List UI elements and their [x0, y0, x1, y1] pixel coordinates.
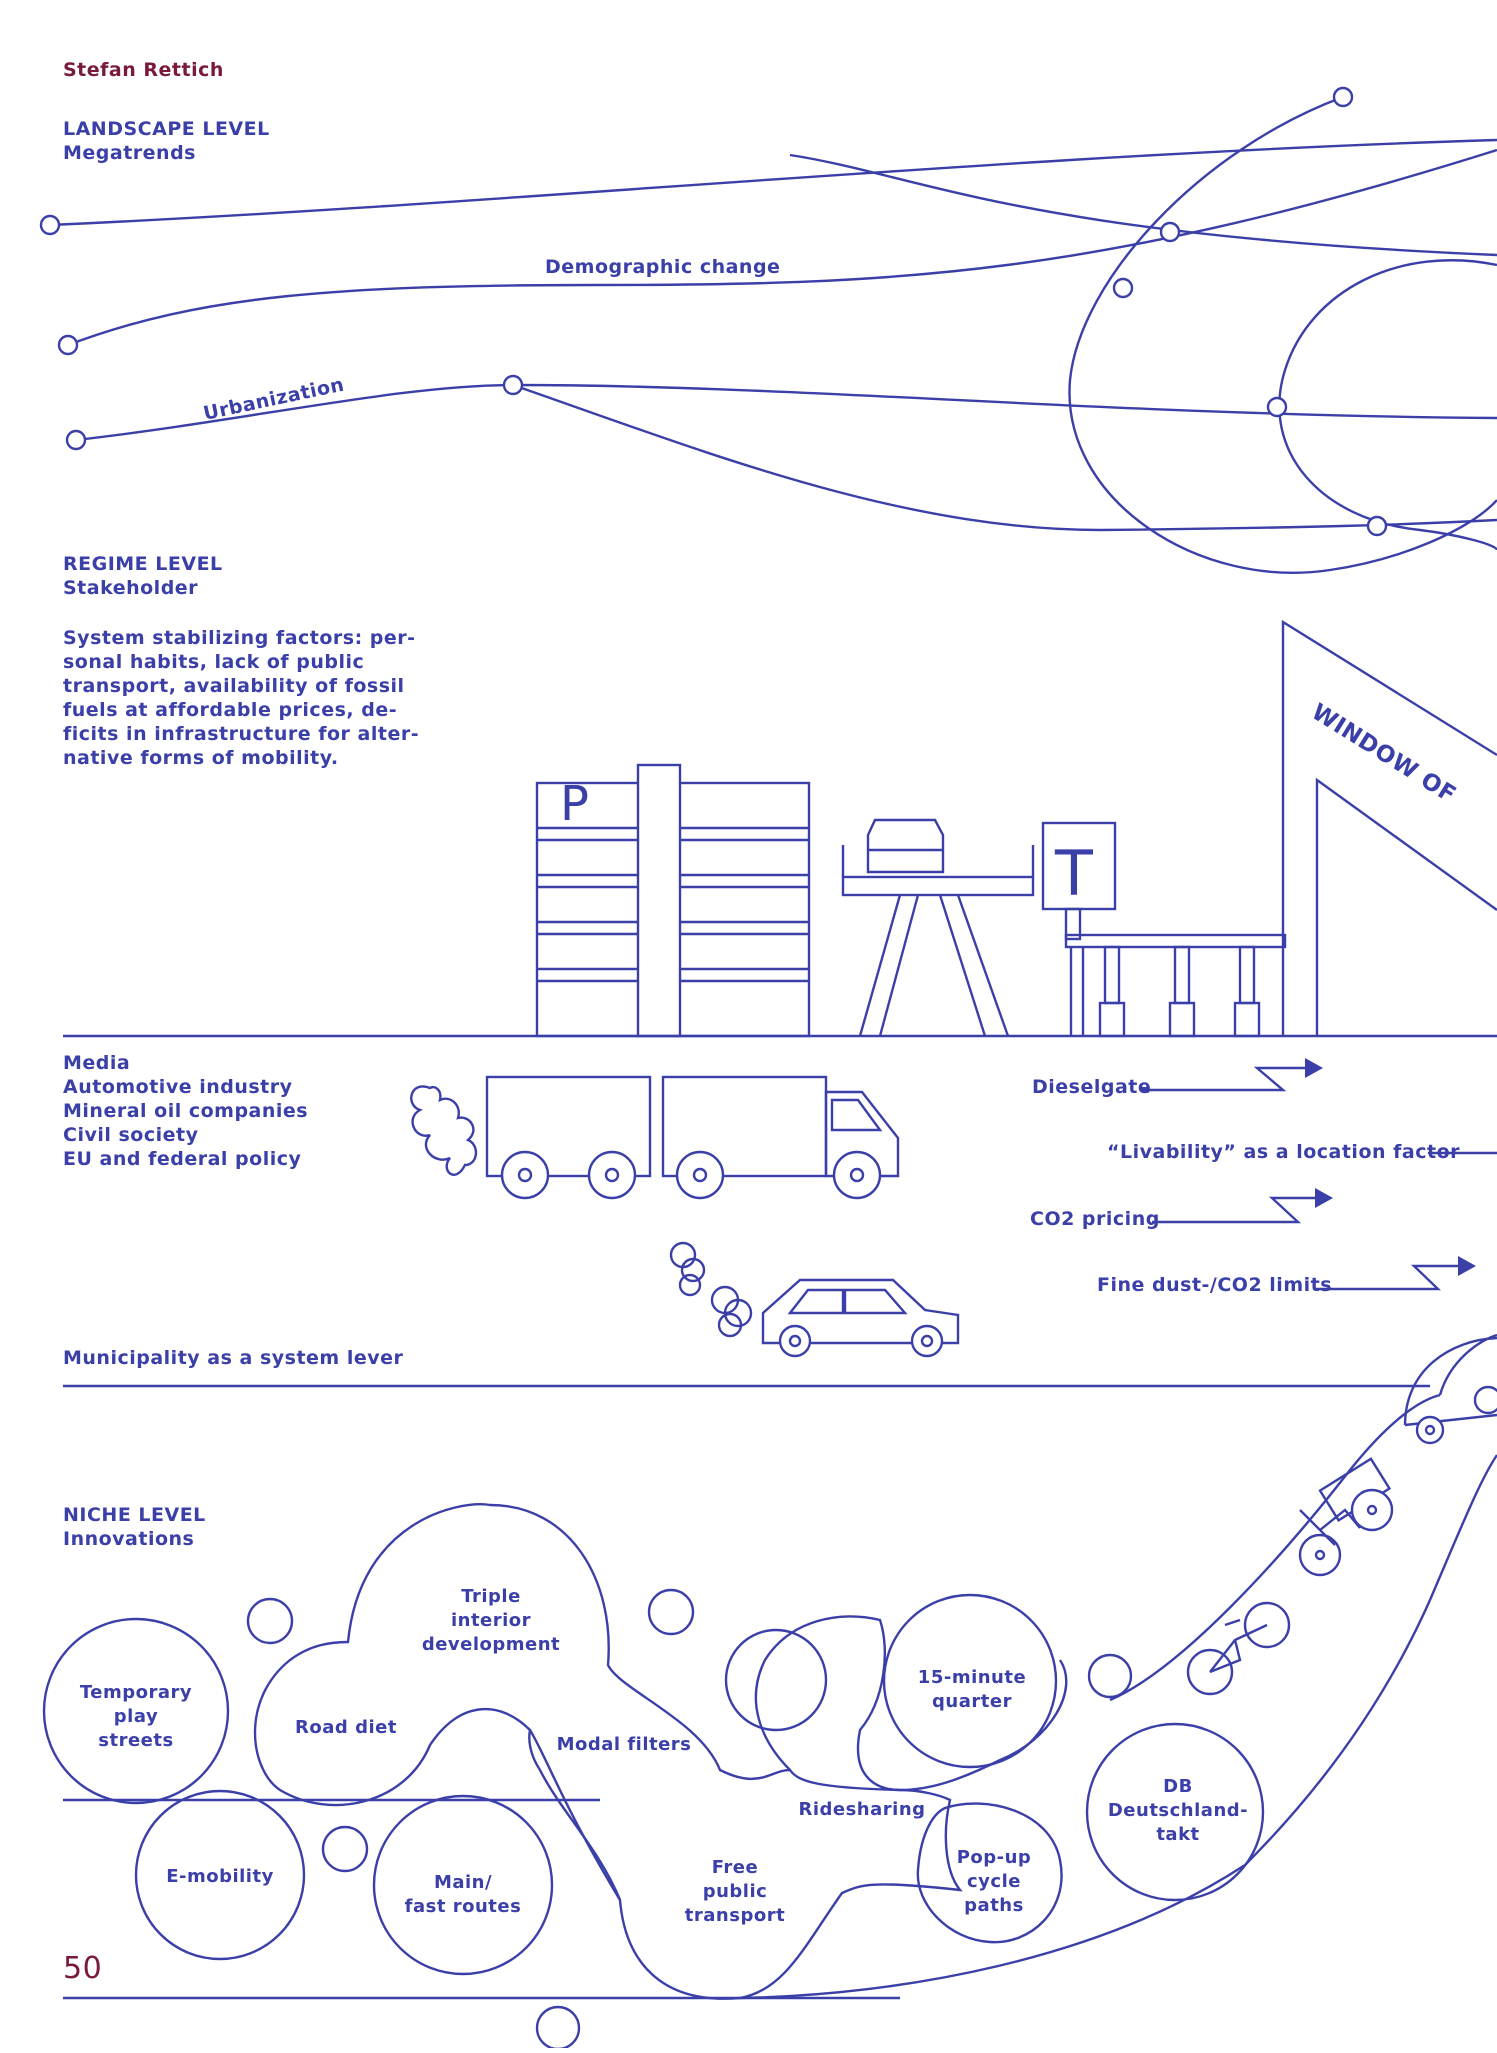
label-popup: Pop-up — [957, 1847, 1032, 1868]
regime-heading: REGIME LEVEL — [63, 553, 223, 575]
trend-node — [1159, 221, 1181, 243]
trend-node — [1332, 86, 1354, 108]
mobility-swoosh — [1087, 1333, 1497, 1866]
bubble-db-deutschlandtakt — [1085, 1722, 1265, 1902]
label-triple: development — [422, 1634, 560, 1655]
regime-description-line: native forms of mobility. — [63, 747, 339, 769]
page-number: 50 — [63, 1951, 102, 1986]
label-db: takt — [1156, 1824, 1199, 1845]
trend-node — [1266, 396, 1288, 418]
label-ridesharing: Ridesharing — [798, 1799, 925, 1820]
bubble-small — [246, 1597, 294, 1645]
window-of-label: WINDOW OF — [1307, 699, 1461, 808]
car-lift-illustration — [841, 818, 1035, 1037]
regime-description-line: ficits in infrastructure for alter- — [63, 723, 419, 745]
innovation-bubble-cluster — [253, 1503, 1068, 2000]
trend-node — [1366, 515, 1388, 537]
stakeholder-list: Media Automotive industry Mineral oil co… — [63, 1052, 308, 1170]
stakeholder-item: Media — [63, 1052, 130, 1074]
bubble-small — [647, 1588, 695, 1636]
trend-line-top — [49, 138, 1497, 227]
stakeholder-item: EU and federal policy — [63, 1148, 301, 1170]
bubble-small — [321, 1825, 369, 1873]
stakeholder-item: Automotive industry — [63, 1076, 293, 1098]
municipality-label: Municipality as a system lever — [63, 1347, 404, 1369]
trend-line-lower — [512, 383, 1497, 532]
label-triple: interior — [451, 1610, 531, 1631]
pressure-dieselgate: Dieselgate — [1032, 1076, 1151, 1098]
trend-node — [502, 374, 524, 396]
label-temporary: Temporary — [80, 1682, 192, 1703]
trend-line-loop-outer — [1068, 95, 1497, 574]
author-name: Stefan Rettich — [63, 59, 224, 81]
niche-heading: NICHE LEVEL — [63, 1504, 206, 1526]
trend-label-urbanization: Urbanization — [201, 374, 346, 425]
label-road-diet: Road diet — [295, 1717, 397, 1738]
label-temporary: play — [114, 1706, 158, 1727]
trend-node — [1112, 277, 1134, 299]
trend-line-demographic — [67, 148, 1497, 347]
bubble-empty — [724, 1628, 828, 1732]
landscape-heading: LANDSCAPE LEVEL — [63, 118, 270, 140]
trend-label-demographic: Demographic change — [545, 256, 780, 278]
regime-description-line: fuels at affordable prices, de- — [63, 699, 397, 721]
label-free-transport: transport — [685, 1905, 785, 1926]
label-main-routes: fast routes — [405, 1896, 522, 1917]
bubble-small — [535, 2005, 581, 2051]
parking-sign: P — [560, 776, 589, 832]
truck-illustration — [410, 1075, 900, 1200]
trend-line-urbanization — [75, 383, 1497, 442]
label-15-minute: 15-minute — [918, 1667, 1026, 1688]
label-main-routes: Main/ — [434, 1872, 492, 1893]
trend-node — [57, 334, 79, 356]
pressure-livability: “Livability” as a location factor — [1107, 1141, 1460, 1163]
niche-subheading: Innovations — [63, 1528, 194, 1550]
pressure-arrows — [1140, 1058, 1497, 1291]
label-modal-filters: Modal filters — [557, 1734, 692, 1755]
label-popup: cycle — [967, 1871, 1021, 1892]
stakeholder-item: Civil society — [63, 1124, 199, 1146]
niche-line-curve — [739, 1863, 1246, 2000]
fuel-station-illustration — [1041, 821, 1287, 1038]
label-free-transport: Free — [712, 1857, 758, 1878]
innovation-labels: Temporary play streets Road diet Triple … — [80, 1586, 1248, 1926]
label-15-minute: quarter — [932, 1691, 1012, 1712]
stakeholder-item: Mineral oil companies — [63, 1100, 308, 1122]
regime-description-line: sonal habits, lack of public — [63, 651, 364, 673]
label-triple: Triple — [461, 1586, 521, 1607]
car-illustration — [669, 1241, 960, 1358]
bubble-main-fast-routes — [372, 1794, 554, 1976]
regime-description-line: System stabilizing factors: per- — [63, 627, 416, 649]
trend-node — [39, 214, 61, 236]
fuel-sign: T — [1054, 837, 1094, 910]
trend-line-cross — [789, 153, 1497, 257]
bubble-e-mobility — [134, 1789, 306, 1961]
innovation-circles — [42, 1588, 1265, 2051]
megatrend-lines — [39, 86, 1497, 574]
regime-subheading: Stakeholder — [63, 577, 198, 599]
regime-description-line: transport, availability of fossil — [63, 675, 405, 697]
label-temporary: streets — [98, 1730, 173, 1751]
label-db: Deutschland- — [1108, 1800, 1248, 1821]
pressure-co2-pricing: CO2 pricing — [1030, 1208, 1160, 1230]
regime-description: System stabilizing factors: per- sonal h… — [63, 627, 419, 769]
trend-line-loop-inner — [1278, 259, 1497, 551]
label-popup: paths — [964, 1895, 1024, 1916]
label-e-mobility: E-mobility — [166, 1866, 274, 1887]
pressure-fine-dust: Fine dust-/CO2 limits — [1097, 1274, 1332, 1296]
window-of-opportunity-illustration — [1281, 619, 1497, 1036]
bubble-temporary-play-streets — [42, 1617, 230, 1805]
label-free-transport: public — [703, 1881, 768, 1902]
landscape-subheading: Megatrends — [63, 142, 196, 164]
label-db: DB — [1163, 1776, 1193, 1797]
trend-node — [65, 429, 87, 451]
